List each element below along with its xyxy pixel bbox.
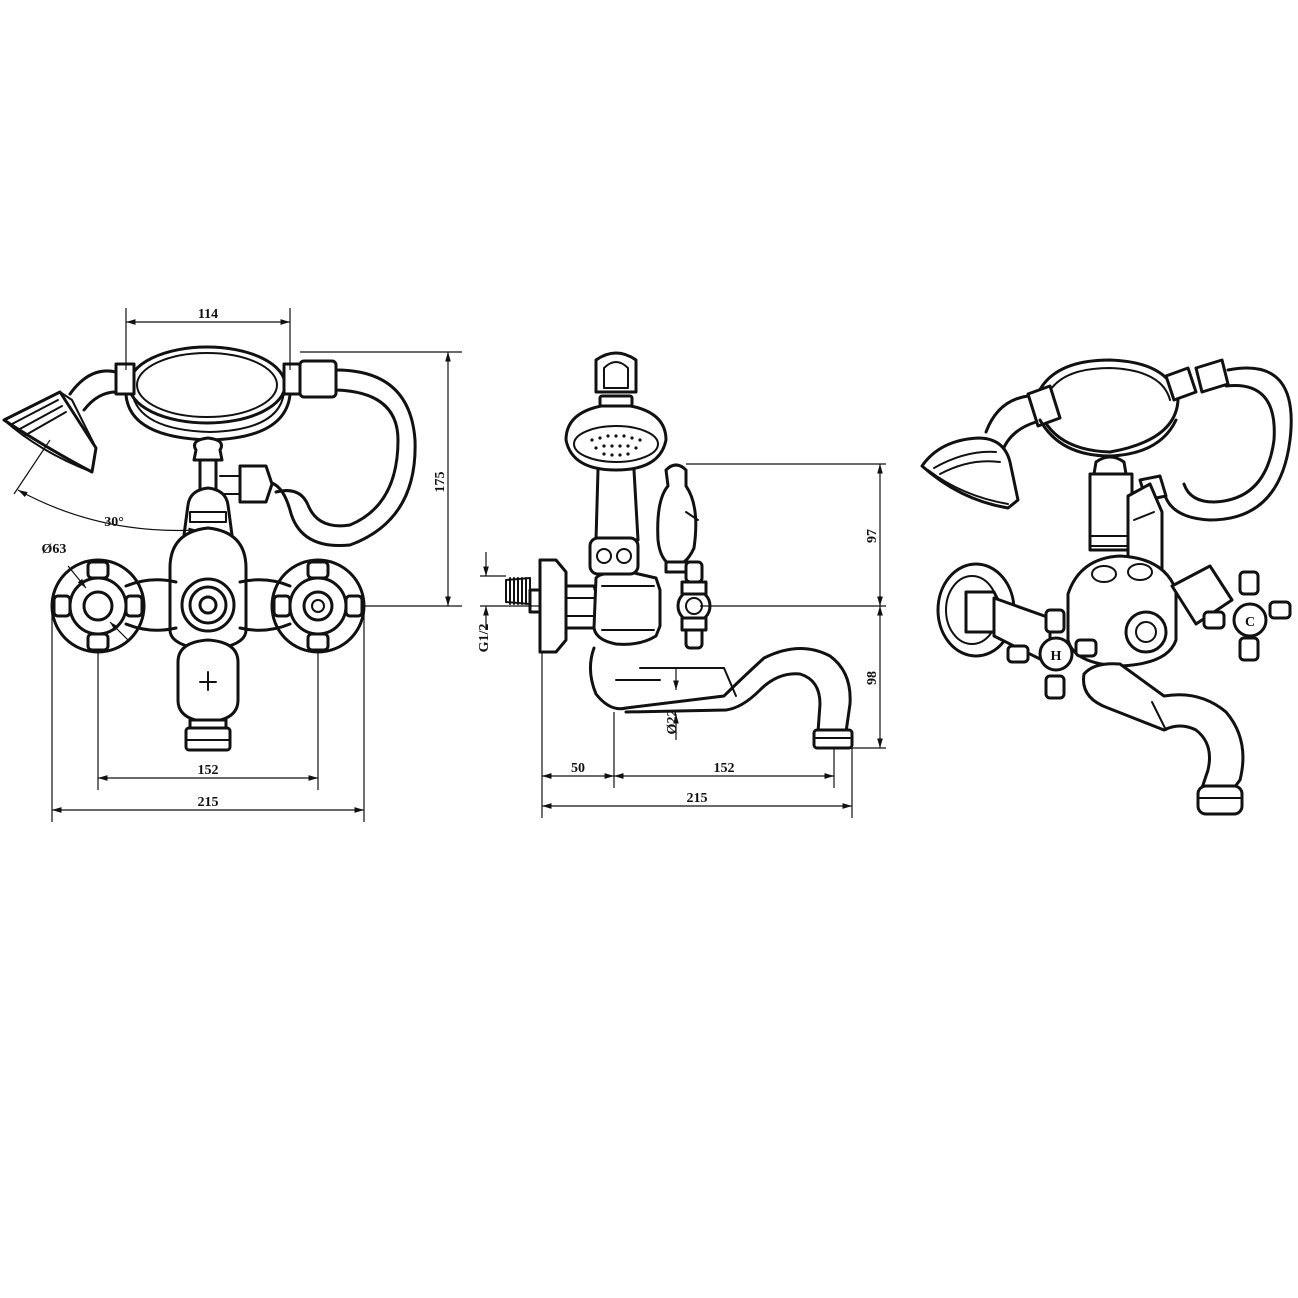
handshower-head-side — [564, 394, 668, 472]
wall-inlet-thread — [505, 577, 531, 605]
cold-valve-front — [270, 558, 366, 654]
side-view: 97 98 G1/2 Ø22 50 152 215 — [477, 351, 886, 818]
cold-indicator-label: C — [1245, 615, 1255, 630]
valve-handle-side — [676, 560, 712, 650]
isometric-view: H C — [920, 358, 1293, 816]
front-view: 114 175 30° Ø63 152 215 — [2, 307, 462, 822]
dim-98: 98 — [865, 671, 880, 685]
dim-d63: Ø63 — [42, 542, 67, 557]
dim-152-side: 152 — [714, 761, 735, 776]
dim-97: 97 — [865, 529, 880, 543]
shower-nozzle-pattern — [590, 434, 642, 457]
cold-valve-iso: C — [1170, 564, 1292, 662]
dim-152-front: 152 — [198, 763, 219, 778]
dim-215-side: 215 — [687, 791, 708, 806]
hot-indicator-label: H — [1051, 649, 1062, 664]
dim-175: 175 — [433, 472, 448, 493]
hot-valve-iso: H — [936, 562, 1098, 700]
dim-114: 114 — [198, 307, 218, 322]
handshower-head-front — [2, 390, 98, 474]
dim-g12: G1/2 — [477, 624, 492, 653]
dim-215-front: 215 — [198, 795, 219, 810]
dim-d22: Ø22 — [665, 710, 680, 735]
dim-30deg: 30° — [104, 515, 124, 530]
hot-valve-front — [50, 558, 146, 654]
dim-50: 50 — [571, 761, 585, 776]
handshower-head-iso — [920, 436, 1020, 510]
